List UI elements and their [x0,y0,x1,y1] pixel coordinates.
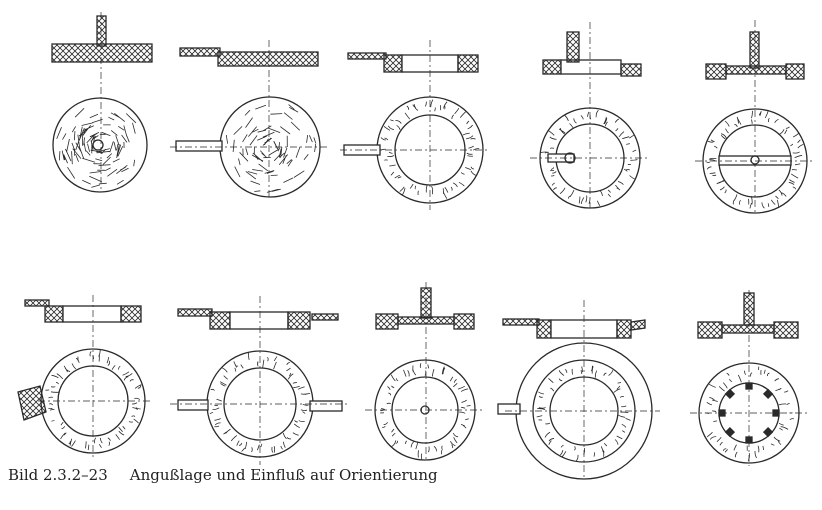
variant-4 [530,22,648,209]
disc-outline [52,97,148,193]
variant-2 [170,40,330,200]
section-left [383,54,403,73]
gate-film-right [630,319,646,331]
sprue-point [92,139,104,151]
sprue [566,31,580,63]
section-left [375,313,399,330]
flow-orientation-marks [536,365,631,462]
variant-6 [17,295,150,460]
section-right [453,313,475,330]
section-left [209,311,231,330]
gate-film [179,47,221,57]
spider-gate-point [724,388,736,400]
section-plate [217,51,319,67]
gate-film-right [311,313,339,321]
section-left [542,59,562,75]
variant-8 [365,282,485,461]
flow-orientation-marks [380,363,471,460]
variant-9 [497,300,660,480]
section-right [620,63,642,77]
spider-gate-point [745,436,753,444]
flow-orientation-marks [380,99,480,199]
flow-orientation-marks [225,104,317,193]
sprue-point [750,155,760,165]
gate-runner [175,140,223,152]
caption-label: Bild 2.3.2–23 [8,466,108,484]
flow-orientation-marks [706,110,804,209]
figure-caption: Bild 2.3.2–23 Angußlage und Einfluß auf O… [8,466,438,484]
section-spider [721,324,775,334]
section-right [457,54,479,73]
sprue [749,31,760,69]
variant-1 [51,12,153,193]
gate-film-left [177,308,213,317]
spider-gate-point [762,388,774,400]
section-left [697,321,723,339]
gate-runner [177,399,209,411]
gate-film [24,299,50,307]
gate-runner [309,400,343,412]
section-left [536,319,552,339]
section-right [785,63,805,80]
variant-5 [695,20,815,215]
section-left [44,305,64,323]
spider-gate-point [724,426,736,438]
variant-3 [340,40,490,210]
variant-10 [690,290,810,466]
section-left [705,63,727,80]
gate-film-left [502,318,540,326]
gate-film [347,52,387,60]
gate-tangential [17,385,47,421]
section-right [287,311,311,330]
flow-orientation-marks [209,352,311,453]
section-right [773,321,799,339]
variant-7 [170,296,350,465]
spider-gate-point [745,382,753,390]
flow-orientation-marks [704,366,795,462]
section-plate [51,43,153,63]
section-right [120,305,142,323]
flow-orientation-marks [45,349,142,451]
gate-runner [497,403,521,415]
section-right [616,319,632,339]
sprue [96,15,107,47]
section-bore [229,311,289,330]
caption-text: Angußlage und Einfluß auf Orientierung [129,466,438,484]
flow-orientation-marks [540,109,638,207]
section-bore [62,305,122,323]
flow-orientation-marks [56,108,137,188]
spider-gate-point [762,426,774,438]
